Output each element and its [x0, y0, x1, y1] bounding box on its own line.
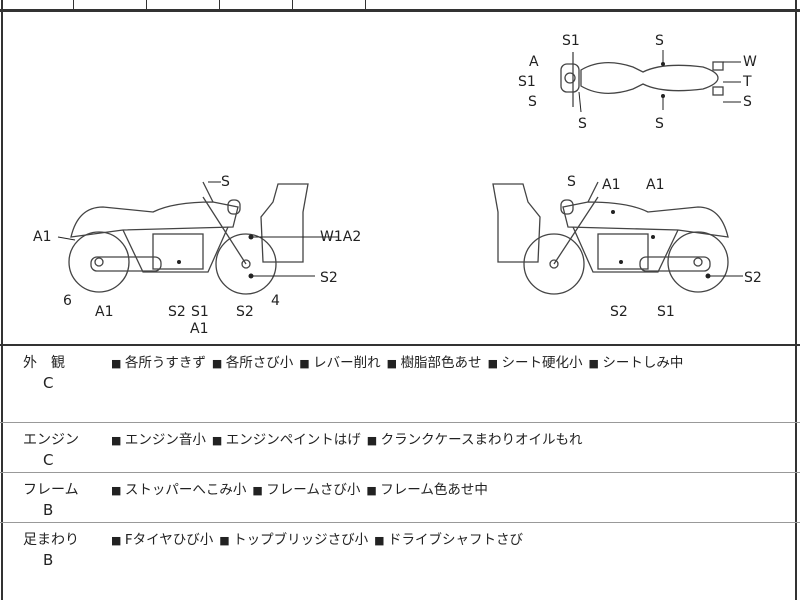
section-exterior: 外 観 C 各所うすきず各所さび小レバー削れ樹脂部色あせシート硬化小シートしみ中	[3, 346, 797, 422]
condition-item: エンジン音小	[111, 432, 206, 448]
damage-label: A1	[646, 177, 665, 193]
condition-item: シートしみ中	[588, 355, 683, 371]
damage-label: A1	[33, 229, 52, 245]
condition-item: フレーム色あせ中	[366, 482, 488, 498]
damage-label: W1A2	[320, 229, 362, 245]
condition-item: 各所うすきず	[111, 355, 206, 371]
section-grade: B	[43, 551, 54, 569]
leader-lines	[57, 50, 743, 277]
marker-dots	[177, 62, 711, 279]
section-grade: C	[43, 451, 54, 469]
top-view-motorcycle	[560, 52, 724, 107]
damage-label: S2	[168, 304, 186, 320]
motorcycle-drawings	[57, 50, 743, 295]
condition-item: ストッパーへこみ小	[111, 482, 246, 498]
damage-label: T	[743, 74, 752, 90]
divider	[0, 472, 800, 473]
damage-label: A	[529, 54, 539, 70]
condition-item: クランクケースまわりオイルもれ	[367, 432, 583, 448]
condition-item: フレームさび小	[252, 482, 360, 498]
condition-item: ドライブシャフトさび	[374, 532, 523, 548]
damage-label: S2	[236, 304, 254, 320]
divider	[0, 9, 800, 12]
damage-label: 6	[63, 293, 72, 309]
damage-label: S	[528, 94, 537, 110]
condition-item: Fタイヤひび小	[111, 532, 213, 548]
section-category: フレーム	[23, 482, 79, 498]
damage-label: S	[221, 174, 230, 190]
section-category: エンジン	[23, 432, 79, 448]
section-category: 足まわり	[23, 532, 79, 548]
condition-item: トップブリッジさび小	[219, 532, 368, 548]
right-side-motorcycle	[492, 181, 729, 295]
damage-label: S	[578, 116, 587, 132]
condition-item: エンジンペイントはげ	[212, 432, 361, 448]
damage-label: S	[655, 33, 664, 49]
section-items: 各所うすきず各所さび小レバー削れ樹脂部色あせシート硬化小シートしみ中	[111, 352, 689, 375]
damage-label: S2	[320, 270, 338, 286]
damage-label: S1	[191, 304, 209, 320]
section-items: Fタイヤひび小トップブリッジさび小ドライブシャフトさび	[111, 529, 529, 552]
damage-label: S1	[562, 33, 580, 49]
damage-label: A1	[95, 304, 114, 320]
damage-label: S	[655, 116, 664, 132]
section-grade: C	[43, 374, 54, 392]
divider	[0, 422, 800, 423]
damage-diagram: S1 S A S1 S S S W T S S A1 W1A2 S2 6 4 A…	[3, 12, 797, 344]
left-side-motorcycle	[68, 181, 309, 295]
section-category: 外 観	[23, 355, 65, 371]
header-row-cells	[0, 0, 800, 9]
damage-label: S2	[744, 270, 762, 286]
condition-item: 各所さび小	[212, 355, 293, 371]
condition-item: 樹脂部色あせ	[387, 355, 482, 371]
divider	[0, 522, 800, 523]
section-grade: B	[43, 501, 54, 519]
damage-label: A1	[190, 321, 209, 337]
damage-label: A1	[602, 177, 621, 193]
damage-label: S2	[610, 304, 628, 320]
section-suspension: 足まわり B Fタイヤひび小トップブリッジさび小ドライブシャフトさび	[3, 523, 797, 600]
damage-label: S1	[518, 74, 536, 90]
damage-label: 4	[271, 293, 280, 309]
section-items: ストッパーへこみ小フレームさび小フレーム色あせ中	[111, 479, 494, 502]
condition-item: レバー削れ	[299, 355, 380, 371]
condition-item: シート硬化小	[488, 355, 583, 371]
section-frame: フレーム B ストッパーへこみ小フレームさび小フレーム色あせ中	[3, 473, 797, 522]
section-engine: エンジン C エンジン音小エンジンペイントはげクランクケースまわりオイルもれ	[3, 423, 797, 472]
divider	[0, 344, 800, 346]
damage-label: W	[743, 54, 757, 70]
section-items: エンジン音小エンジンペイントはげクランクケースまわりオイルもれ	[111, 429, 589, 452]
damage-label: S	[743, 94, 752, 110]
damage-label: S	[567, 174, 576, 190]
damage-label: S1	[657, 304, 675, 320]
